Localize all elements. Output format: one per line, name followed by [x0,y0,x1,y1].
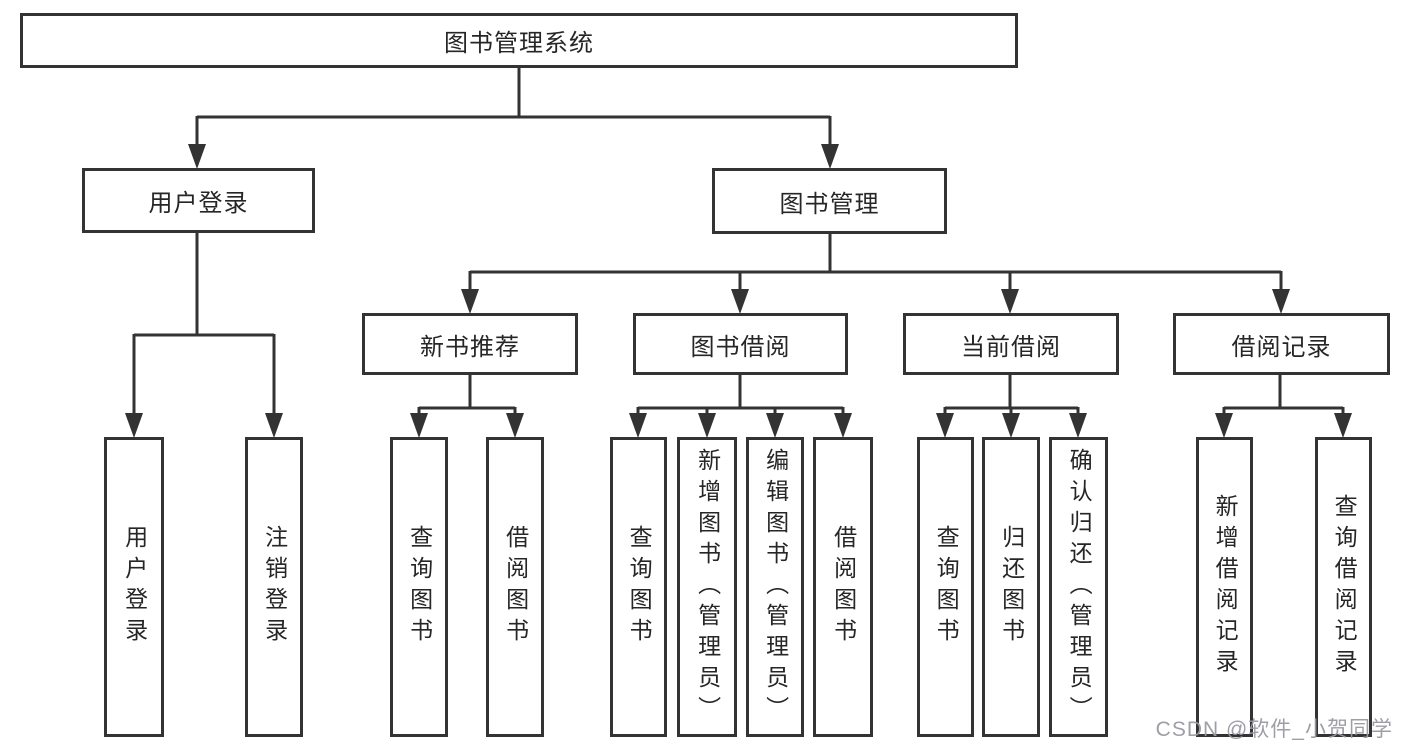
connector-current-borrow-to-children [943,374,1080,415]
node-current-borrowing: 当前借阅 [903,313,1119,375]
leaf-edit-books-admin: 编辑图书（管理员） [746,437,804,737]
arrowheads [125,144,1352,438]
leaf-query-books-recommend: 查询图书 [390,437,448,737]
leaf-add-borrow-record: 新增借阅记录 [1196,437,1253,737]
connector-borrow-record-to-children [1222,374,1345,415]
leaf-borrow-books-recommend: 借阅图书 [486,437,544,737]
connector-book-management-to-level3 [468,233,1283,291]
leaf-user-login: 用户登录 [104,437,164,737]
leaf-logout: 注销登录 [245,437,303,737]
leaf-return-books: 归还图书 [982,437,1040,737]
connector-root-to-level2 [195,67,832,146]
leaf-query-borrow-record: 查询借阅记录 [1315,437,1372,737]
connector-user-login-to-children [132,232,276,415]
leaf-confirm-return-admin: 确认归还（管理员） [1049,437,1108,737]
leaf-query-books-current: 查询图书 [917,437,974,737]
node-user-login: 用户登录 [82,168,315,233]
connector-book-borrow-to-children [636,374,845,415]
node-new-book-recommendation: 新书推荐 [362,313,578,375]
csdn-watermark: CSDN @软件_小贺同学 [1155,718,1393,741]
leaf-borrow-books: 借阅图书 [813,437,873,737]
node-book-management: 图书管理 [712,168,947,234]
node-book-borrowing: 图书借阅 [633,313,848,375]
leaf-query-books-borrowing: 查询图书 [610,437,667,737]
leaf-add-books-admin: 新增图书（管理员） [677,437,737,737]
node-borrowing-records: 借阅记录 [1173,313,1390,375]
connector-new-book-to-children [417,374,517,415]
node-root-library-system: 图书管理系统 [20,13,1018,68]
